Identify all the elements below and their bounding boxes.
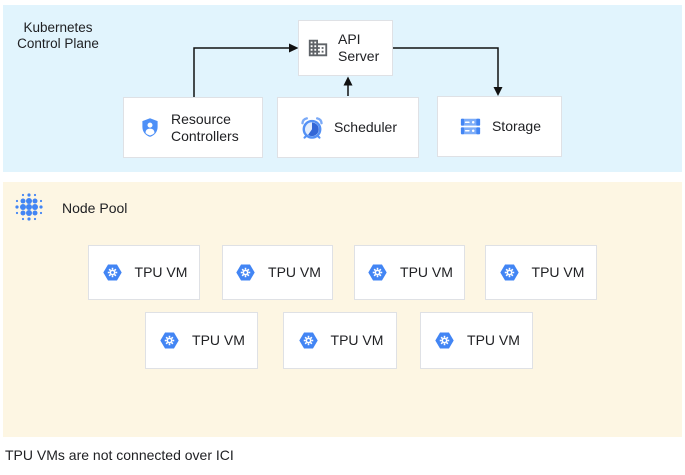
tpu-hexagon-icon xyxy=(368,264,387,281)
tpu-vm-label: TPU VM xyxy=(268,264,321,280)
api-server-box: API Server xyxy=(298,20,393,76)
alarm-clock-icon xyxy=(301,116,323,139)
api-server-label: API Server xyxy=(338,31,380,64)
node-pool-region xyxy=(3,182,682,437)
tpu-vm-box: TPU VM xyxy=(420,312,533,369)
tpu-hexagon-icon xyxy=(236,264,255,281)
storage-disks-icon xyxy=(460,118,481,135)
tpu-vm-box: TPU VM xyxy=(283,312,397,369)
dot-cluster-icon xyxy=(15,193,43,221)
building-icon xyxy=(308,39,328,57)
tpu-vm-label: TPU VM xyxy=(134,264,188,280)
tpu-hexagon-icon xyxy=(160,332,179,349)
tpu-vm-box: TPU VM xyxy=(145,312,258,369)
tpu-hexagon-icon xyxy=(298,332,318,349)
tpu-hexagon-icon xyxy=(435,332,454,349)
storage-box: Storage xyxy=(437,96,562,157)
caption: TPU VMs are not connected over ICI xyxy=(5,447,234,463)
tpu-vm-label: TPU VM xyxy=(330,332,384,348)
tpu-vm-label: TPU VM xyxy=(531,264,585,280)
control-plane-title: Kubernetes Control Plane xyxy=(17,20,99,51)
tpu-vm-box: TPU VM xyxy=(222,245,333,300)
tpu-hexagon-icon xyxy=(499,264,519,281)
tpu-hexagon-icon xyxy=(102,264,122,281)
node-pool-label: Node Pool xyxy=(62,200,128,216)
scheduler-label: Scheduler xyxy=(333,119,398,135)
tpu-vm-label: TPU VM xyxy=(400,264,453,280)
tpu-vm-label: TPU VM xyxy=(467,332,520,348)
tpu-vm-label: TPU VM xyxy=(192,332,245,348)
resource-controllers-box: Resource Controllers xyxy=(123,97,263,158)
storage-label: Storage xyxy=(491,118,542,134)
tpu-vm-box: TPU VM xyxy=(485,245,597,300)
tpu-vm-box: TPU VM xyxy=(354,245,465,300)
tpu-vm-box: TPU VM xyxy=(88,245,200,300)
resource-controllers-label: Resource Controllers xyxy=(171,110,239,144)
shield-person-icon xyxy=(142,118,158,137)
scheduler-box: Scheduler xyxy=(277,97,419,158)
